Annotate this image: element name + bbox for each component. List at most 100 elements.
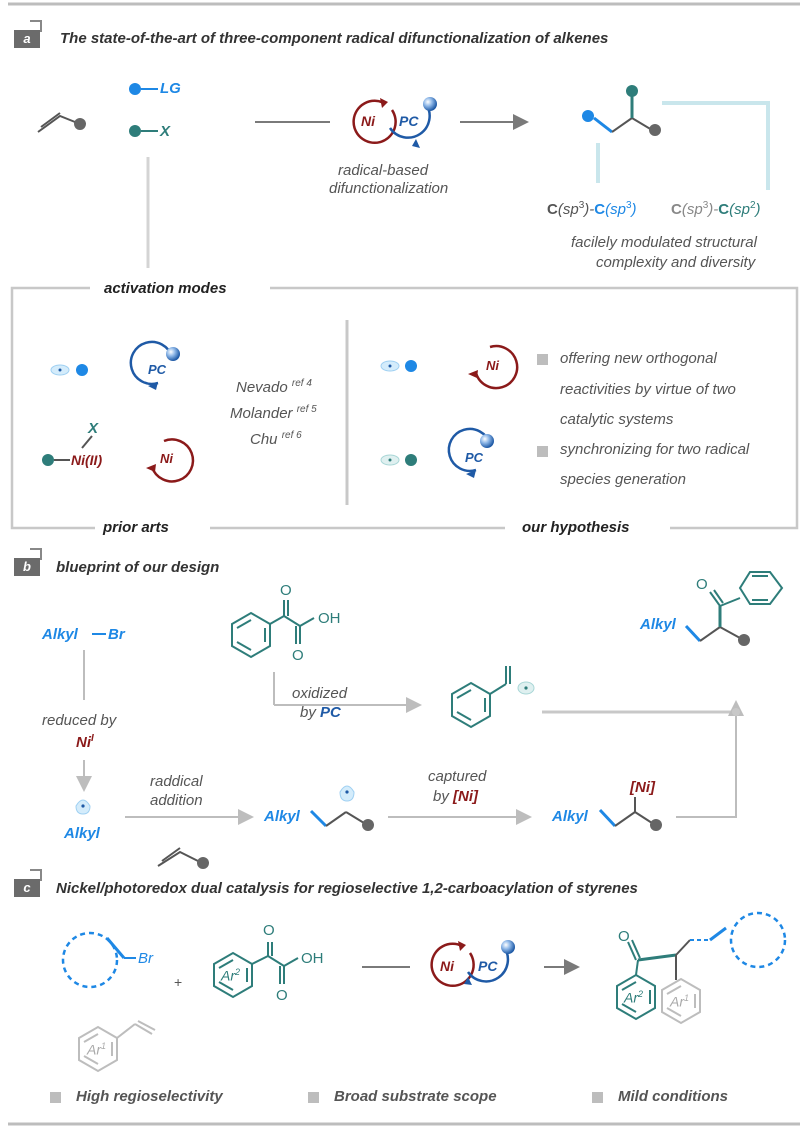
acid-o-label-c: O — [263, 922, 275, 939]
ar2-label: Ar2 — [221, 967, 241, 984]
reduced-ni: NiI — [76, 733, 94, 751]
acid-o2-label: O — [292, 647, 304, 664]
product-c — [616, 911, 787, 1025]
radical-precursor-x — [129, 125, 158, 137]
alkyl-ni-intermediate — [598, 797, 662, 831]
frame-left — [10, 286, 95, 530]
product-ar1-label: Ar1 — [670, 993, 690, 1010]
alkyl-adduct-label: Alkyl — [264, 808, 300, 825]
oxidized-label: oxidized — [292, 685, 348, 702]
acid-o2-label-c: O — [276, 987, 288, 1004]
prior-arts-label: prior arts — [103, 519, 169, 536]
alkyl-radical-label: Alkyl — [64, 825, 100, 842]
product-o-label-c: O — [618, 928, 630, 945]
captured-label: captured — [428, 768, 487, 785]
panel-a-badge: a — [14, 30, 40, 48]
pc-label-hyp: PC — [465, 450, 484, 465]
arrow-to-product — [676, 700, 744, 818]
ni-ii-complex — [42, 435, 93, 466]
feature-high-regioselectivity: High regioselectivity — [76, 1088, 223, 1105]
panel-a-corner-icon — [30, 20, 42, 32]
captured-by: by [Ni] — [433, 788, 479, 805]
feature-mild-conditions: Mild conditions — [618, 1088, 728, 1105]
modulated-line-2: complexity and diversity — [596, 254, 756, 271]
bond-sp3-sp3: C(sp3)-C(sp3) — [547, 200, 637, 218]
feature-bullet-1 — [50, 1092, 61, 1103]
cyclic-alkyl-bromide — [61, 931, 136, 989]
propene-b — [157, 847, 209, 869]
feature-bullet-3 — [592, 1092, 603, 1103]
ni-label-hyp: Ni — [486, 358, 499, 373]
radical-teal — [380, 454, 417, 466]
phenylglyoxylic-acid-b — [231, 600, 315, 659]
ni-cycle-hyp — [468, 344, 519, 390]
hyp-bullet-2 — [537, 446, 548, 457]
hyp-2-line-2: species generation — [560, 471, 686, 488]
pc-cycle-hyp — [447, 427, 494, 478]
modulated-line-1: facilely modulated structural — [571, 234, 757, 251]
acid-o-label: O — [280, 582, 292, 599]
dual-catalyst-c — [430, 940, 515, 988]
panel-c-title: Nickel/photoredox dual catalysis for reg… — [56, 880, 638, 897]
ref-chu: Chu ref 6 — [250, 430, 302, 448]
product-o-label: O — [696, 576, 708, 593]
alkyl-ni-label: Alkyl — [552, 808, 588, 825]
center-caption-1: radical-based — [338, 162, 429, 179]
acid-oh-label-c: OH — [301, 950, 324, 967]
pc-label-prior: PC — [148, 362, 167, 377]
panel-c-corner-icon — [30, 869, 42, 881]
styrene-ar1 — [78, 1020, 156, 1073]
hyp-2-line-1: synchronizing for two radical — [560, 441, 750, 458]
panel-a-title: The state-of-the-art of three-component … — [60, 30, 609, 47]
pc-label-c: PC — [478, 958, 498, 974]
product-b — [684, 571, 784, 646]
alkyl-radical — [75, 799, 91, 815]
pc-cycle-prior — [129, 340, 180, 390]
acid-oh-label: OH — [318, 610, 341, 627]
bond-sp3-sp2: C(sp3)-C(sp2) — [671, 200, 761, 218]
panel-b-corner-icon — [30, 548, 42, 560]
center-caption-2: difunctionalization — [329, 180, 449, 197]
feature-bullet-2 — [308, 1092, 319, 1103]
product-ar2-label: Ar2 — [624, 989, 644, 1006]
ref-nevado: Nevado ref 4 — [236, 378, 312, 396]
ref-molander: Molander ref 5 — [230, 404, 317, 422]
ni-bracket-label: [Ni] — [630, 779, 655, 796]
ni-ii-label: Ni(II) — [71, 452, 103, 468]
hyp-1-line-3: catalytic systems — [560, 411, 674, 428]
ar1-label: Ar1 — [87, 1041, 107, 1058]
raddical-label: raddical — [150, 773, 203, 790]
reduced-by-label: reduced by — [42, 712, 117, 729]
product-skeleton-a — [582, 85, 661, 136]
activation-modes-heading: activation modes — [104, 280, 227, 297]
panel-b-title: blueprint of our design — [56, 559, 220, 576]
alkyl-product-label: Alkyl — [640, 616, 676, 633]
pointer-sp3-sp2 — [662, 101, 770, 190]
radical-blue-2 — [380, 360, 417, 372]
addition-label: addition — [150, 792, 203, 809]
oxidized-by: by PC — [300, 704, 341, 721]
panel-c-badge: c — [14, 879, 40, 897]
merge-node — [732, 708, 740, 716]
alkyl-br-br: Br — [108, 626, 125, 643]
alkyl-br-alkyl: Alkyl — [42, 626, 78, 643]
panel-b-badge: b — [14, 558, 40, 576]
acyl-radical-lobe — [517, 681, 535, 695]
feature-broad-scope: Broad substrate scope — [334, 1088, 497, 1105]
our-hypothesis-label: our hypothesis — [522, 519, 630, 536]
pc-label-a: PC — [399, 113, 419, 129]
x-ligand: X — [88, 420, 99, 437]
ni-cycle-prior — [146, 438, 195, 483]
br-label-c: Br — [138, 950, 153, 967]
ni-label-prior: Ni — [160, 451, 173, 466]
hyp-1-line-1: offering new orthogonal — [560, 350, 717, 367]
radical-precursor-lg — [129, 83, 158, 95]
radical-blue-1 — [50, 364, 88, 376]
hyp-bullet-1 — [537, 354, 548, 365]
ni-label-a: Ni — [361, 113, 375, 129]
plus-sign: + — [174, 974, 183, 990]
benzoyl-radical — [451, 666, 511, 729]
propene-reactant — [37, 112, 86, 133]
frame-right — [270, 286, 799, 530]
